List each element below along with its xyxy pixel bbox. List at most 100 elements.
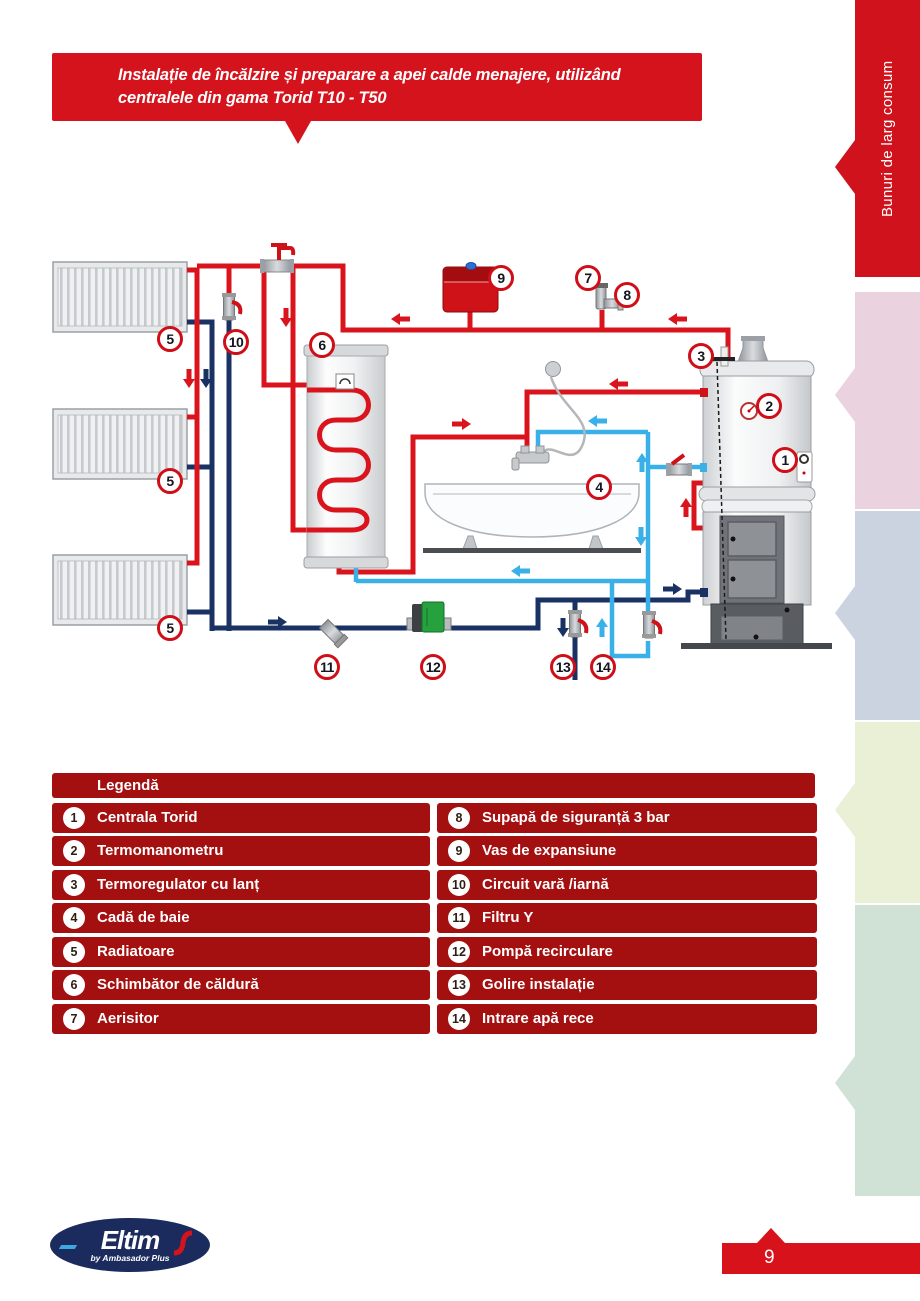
logo-wordmark: Eltim (100, 1224, 161, 1255)
banner-title-line2: centralele din gama Torid T10 - T50 (118, 89, 387, 107)
legend-label: Supapă de siguranță 3 bar (482, 809, 670, 826)
legend-row-14: 14 Intrare apă rece (437, 1004, 817, 1034)
callout-3: 3 (688, 343, 714, 369)
shower (511, 361, 586, 471)
legend-badge: 1 (63, 807, 85, 829)
bathtub (423, 483, 641, 553)
legend-badge: 10 (448, 874, 470, 896)
banner-title-line1: Instalație de încălzire și preparare a a… (118, 66, 621, 84)
callout-12: 12 (420, 654, 446, 680)
company-logo: Eltim by Ambasador Plus (50, 1218, 210, 1272)
callout-7: 7 (575, 265, 601, 291)
legend-label: Circuit vară /iarnă (482, 876, 609, 893)
arrow-down-return (557, 618, 569, 637)
legend-label: Golire instalație (482, 976, 595, 993)
legend-label: Schimbător de căldură (97, 976, 259, 993)
arrow-left-hot (391, 313, 410, 325)
banner-pointer (285, 121, 311, 144)
y-filter (318, 618, 349, 649)
boiler (681, 336, 832, 649)
drain-valve (568, 610, 589, 638)
arrow-right-return (663, 583, 682, 595)
legend-row-8: 8 Supapă de siguranță 3 bar (437, 803, 817, 833)
legend-badge: 4 (63, 907, 85, 929)
logo-tagline: by Ambasador Plus (90, 1252, 170, 1263)
arrow-left-hot (609, 378, 628, 390)
legend-row-13: 13 Golire instalație (437, 970, 817, 1000)
expansion-vessel (442, 262, 499, 313)
legend-label: Aerisitor (97, 1010, 159, 1027)
callout-5c: 5 (157, 615, 183, 641)
legend-label: Filtru Y (482, 909, 534, 926)
legend-label: Cadă de baie (97, 909, 190, 926)
page-bar-pointer (757, 1228, 785, 1243)
legend-row-5: 5 Radiatoare (52, 937, 430, 967)
legend-row-2: 2 Termomanometru (52, 836, 430, 866)
callout-2: 2 (756, 393, 782, 419)
arrow-down-hot (280, 308, 292, 327)
summer-winter-valve (222, 293, 243, 321)
callout-8: 8 (614, 282, 640, 308)
legend-title: Legendă (97, 777, 159, 794)
callout-5b: 5 (157, 468, 183, 494)
legend-badge: 14 (448, 1008, 470, 1030)
logo-swoosh-icon (173, 1230, 193, 1256)
legend-label: Intrare apă rece (482, 1010, 594, 1027)
legend-badge: 11 (448, 907, 470, 929)
legend-badge: 7 (63, 1008, 85, 1030)
legend-label: Centrala Torid (97, 809, 198, 826)
flow-arrows (183, 308, 692, 637)
callout-10: 10 (223, 329, 249, 355)
legend-badge: 6 (63, 974, 85, 996)
arrow-left-cold (588, 415, 607, 427)
legend-row-3: 3 Termoregulator cu lanț (52, 870, 430, 900)
legend-badge: 9 (448, 840, 470, 862)
page-title-banner: Instalație de încălzire și preparare a a… (52, 53, 702, 121)
legend-label: Termomanometru (97, 842, 224, 859)
arrow-down-cold (635, 527, 647, 546)
arrow-down-hot (183, 369, 195, 388)
heat-exchanger-tank (303, 344, 389, 569)
arrow-up-cold (596, 618, 608, 637)
circulation-pump (406, 601, 452, 633)
legend-label: Radiatoare (97, 943, 175, 960)
callout-6: 6 (309, 332, 335, 358)
arrow-right-hot (452, 418, 471, 430)
callout-13: 13 (550, 654, 576, 680)
legend-badge: 5 (63, 941, 85, 963)
page-number-bar: 9 (722, 1228, 920, 1274)
callout-5a: 5 (157, 326, 183, 352)
legend-badge: 12 (448, 941, 470, 963)
legend-row-11: 11 Filtru Y (437, 903, 817, 933)
arrow-down-return (200, 369, 212, 388)
legend-label: Pompă recirculare (482, 943, 613, 960)
legend-title-bar: Legendă (52, 773, 815, 798)
page-number: 9 (764, 1247, 775, 1268)
fill-tap (260, 243, 296, 273)
callout-9: 9 (488, 265, 514, 291)
arrow-right-return (268, 616, 287, 628)
legend-row-10: 10 Circuit vară /iarnă (437, 870, 817, 900)
arrow-up-hot (680, 498, 692, 517)
legend-row-4: 4 Cadă de baie (52, 903, 430, 933)
legend-row-1: 1 Centrala Torid (52, 803, 430, 833)
legend-badge: 13 (448, 974, 470, 996)
callout-14: 14 (590, 654, 616, 680)
arrow-left-cold (511, 565, 530, 577)
callout-4: 4 (586, 474, 612, 500)
legend-row-9: 9 Vas de expansiune (437, 836, 817, 866)
callout-1: 1 (772, 447, 798, 473)
cold-inlet-valve (642, 611, 663, 639)
legend-label: Vas de expansiune (482, 842, 617, 859)
hot-pipes (187, 263, 731, 575)
legend-label: Termoregulator cu lanț (97, 876, 260, 893)
arrow-left-hot (668, 313, 687, 325)
legend-row-6: 6 Schimbător de căldură (52, 970, 430, 1000)
radiators (52, 261, 188, 626)
callout-11: 11 (314, 654, 340, 680)
legend-badge: 2 (63, 840, 85, 862)
legend-row-7: 7 Aerisitor (52, 1004, 430, 1034)
arrow-up-cold (636, 453, 648, 472)
legend-badge: 8 (448, 807, 470, 829)
